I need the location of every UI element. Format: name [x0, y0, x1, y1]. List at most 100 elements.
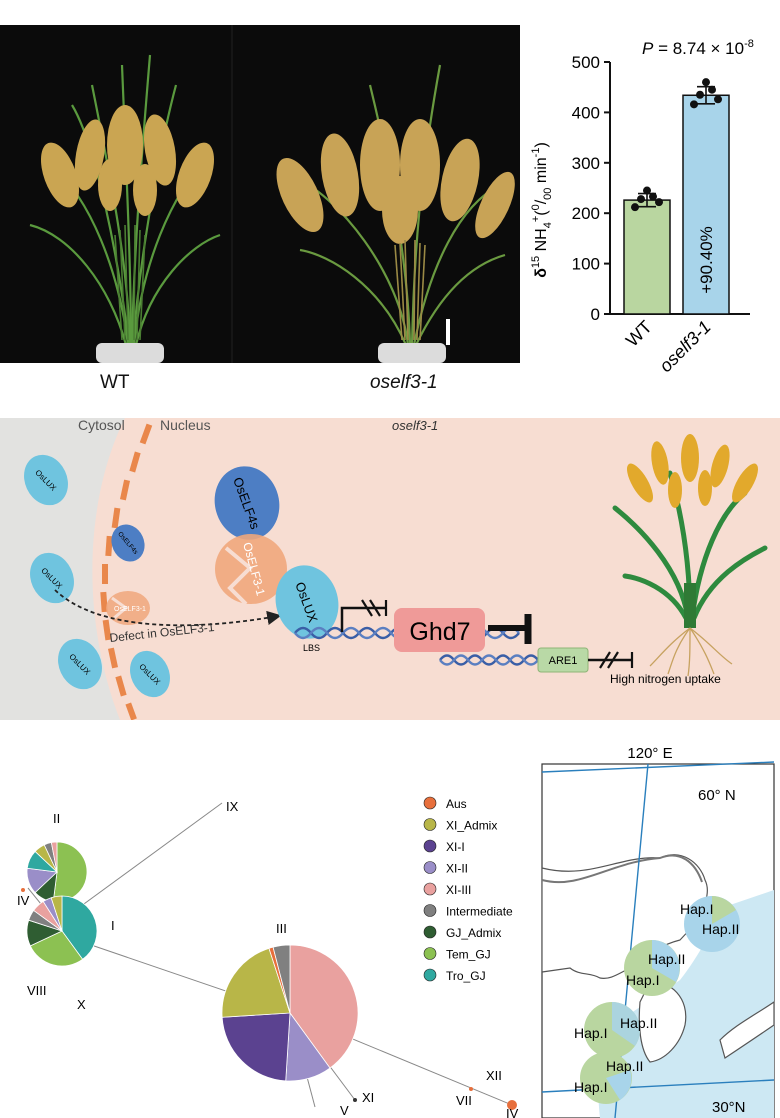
- node-label-iii: III: [276, 921, 287, 936]
- rice-plant-illustration: [612, 434, 768, 677]
- scale-bar: [446, 319, 450, 345]
- free-oslux-3: OsLUX: [58, 638, 102, 690]
- legend-label-xi-i: XI-I: [446, 840, 465, 854]
- y-axis-label: δ15 NH4+(0/00 min-1): [530, 142, 554, 278]
- are1-label: ARE1: [549, 655, 578, 667]
- y-tick-label-100: 100: [572, 255, 600, 274]
- outcome-label: High nitrogen uptake: [610, 672, 721, 686]
- increase-annotation: +90.40%: [697, 226, 716, 294]
- legend-swatch-xi-i: [423, 839, 437, 853]
- longitude-label: 120° E: [627, 745, 672, 762]
- pie-slice-xi-iii: [50, 841, 58, 873]
- small-oself3-broken: OsELF3-1: [106, 591, 150, 625]
- legend-swatch-xi-admix: [423, 818, 437, 831]
- svg-text:Hap.II: Hap.II: [702, 921, 739, 937]
- mutant-photo-label: oself3-1: [370, 372, 438, 393]
- data-point: [690, 100, 698, 109]
- border-line: [541, 854, 703, 884]
- node-label-v: V: [340, 1103, 349, 1118]
- legend-label-tro-gj: Tro_GJ: [446, 969, 486, 983]
- x-tick-label-0: WT: [622, 317, 656, 351]
- node-iv-left-dot: [21, 888, 25, 892]
- haplotype-network: IX II I IV VIII X III XI V XII VII IV Au…: [17, 796, 519, 1118]
- pie-slice-tro-gj: [61, 895, 98, 960]
- svg-text:Hap.I: Hap.I: [680, 901, 713, 917]
- big-oself3-broken: OsELF3-1: [215, 534, 287, 606]
- pie-slice-xi-admix: [221, 947, 291, 1018]
- nucleus-area: [0, 418, 780, 720]
- y-tick-label-500: 500: [572, 53, 600, 72]
- node-label-iv-left: IV: [17, 893, 30, 908]
- bar-wt: [623, 199, 671, 315]
- data-point: [655, 198, 663, 207]
- free-oslux-4: OsLUX: [130, 650, 170, 698]
- node-label-vii: VII: [456, 1093, 472, 1108]
- p-value-label: P = 8.74 × 10-8: [642, 38, 754, 58]
- data-point: [643, 186, 651, 195]
- pie-slice-xi-i: [221, 1012, 291, 1082]
- pie-slice-intermediate: [272, 944, 291, 1014]
- y-tick-label-400: 400: [572, 103, 600, 122]
- svg-text:Hap.II: Hap.II: [606, 1058, 643, 1074]
- data-point: [696, 90, 704, 99]
- data-point: [649, 192, 657, 201]
- model-title: oself3-1: [392, 418, 438, 433]
- node-label-viii: VIII: [27, 983, 47, 998]
- y-tick-label-300: 300: [572, 154, 600, 173]
- legend-swatch-xi-ii: [423, 861, 437, 874]
- node-vii-dot: [469, 1087, 473, 1091]
- hap-pie-4: Hap.II Hap.I: [574, 1052, 643, 1104]
- ghd7-box: [394, 608, 485, 652]
- data-point: [631, 203, 639, 212]
- node-label-ix: IX: [226, 799, 239, 814]
- latitude-30-line: [541, 1079, 775, 1093]
- free-oslux-2: OsLUX: [30, 552, 74, 604]
- legend-label-xi-ii: XI-II: [446, 862, 468, 876]
- legend-label-tem-gj: Tem_GJ: [446, 948, 491, 962]
- wt-plant: [29, 54, 221, 363]
- nucleus-label: Nucleus: [160, 418, 211, 433]
- legend-swatch-tem-gj: [423, 947, 437, 960]
- defect-arrow: [54, 589, 282, 627]
- data-point: [637, 195, 645, 204]
- mechanism-model: Cytosol Nucleus oself3-1 OsLUX OsLUX OsL…: [0, 418, 780, 720]
- small-oself4s: OsELF4s: [111, 524, 145, 562]
- node-xi-dot: [353, 1098, 357, 1102]
- legend-label-xi-admix: XI_Admix: [446, 819, 497, 833]
- lat-bottom-label: 30°N: [712, 1099, 746, 1116]
- data-point: [708, 85, 716, 94]
- data-point: [702, 78, 710, 87]
- legend-label-xi-iii: XI-III: [446, 883, 471, 897]
- land-outline: [541, 854, 775, 1063]
- legend-swatch-xi-iii: [423, 882, 437, 896]
- pie-slice-xi-iii: [289, 944, 359, 1069]
- y-tick-label-200: 200: [572, 204, 600, 223]
- free-oslux-1: OsLUX: [24, 454, 68, 506]
- group-legend: AusXI_AdmixXI-IXI-IIXI-IIIIntermediateGJ…: [423, 796, 513, 983]
- hap-pie-2: Hap.II Hap.I: [624, 940, 685, 996]
- node-label-iv-right: IV: [506, 1106, 519, 1118]
- hap-pie-1: Hap.I Hap.II: [680, 896, 740, 952]
- plant-photo: [0, 25, 520, 363]
- pie-slice-xi-admix: [50, 895, 63, 932]
- lbs-label: LBS: [303, 643, 320, 653]
- pie-node-ii: [26, 841, 88, 903]
- latitude-60-line: [541, 761, 775, 773]
- pie-node-iii: [221, 944, 359, 1082]
- legend-label-aus: Aus: [446, 797, 467, 811]
- wt-photo-label: WT: [100, 372, 130, 393]
- x-tick-label-1: oself3-1: [655, 317, 714, 376]
- node-label-x: X: [77, 997, 86, 1012]
- node-label-xi: XI: [362, 1090, 374, 1105]
- promoter-arrow: [340, 606, 386, 632]
- svg-text:OsELF3-1: OsELF3-1: [114, 606, 146, 613]
- svg-text:Hap.I: Hap.I: [574, 1025, 607, 1041]
- data-point: [714, 95, 722, 104]
- y-tick-label-0: 0: [591, 305, 600, 324]
- pie-node-i: [26, 895, 98, 967]
- svg-text:Hap.II: Hap.II: [620, 1015, 657, 1031]
- legend-label-gj-admix: GJ_Admix: [446, 926, 501, 940]
- sea-area: [598, 890, 774, 1118]
- svg-text:Hap.I: Hap.I: [574, 1079, 607, 1095]
